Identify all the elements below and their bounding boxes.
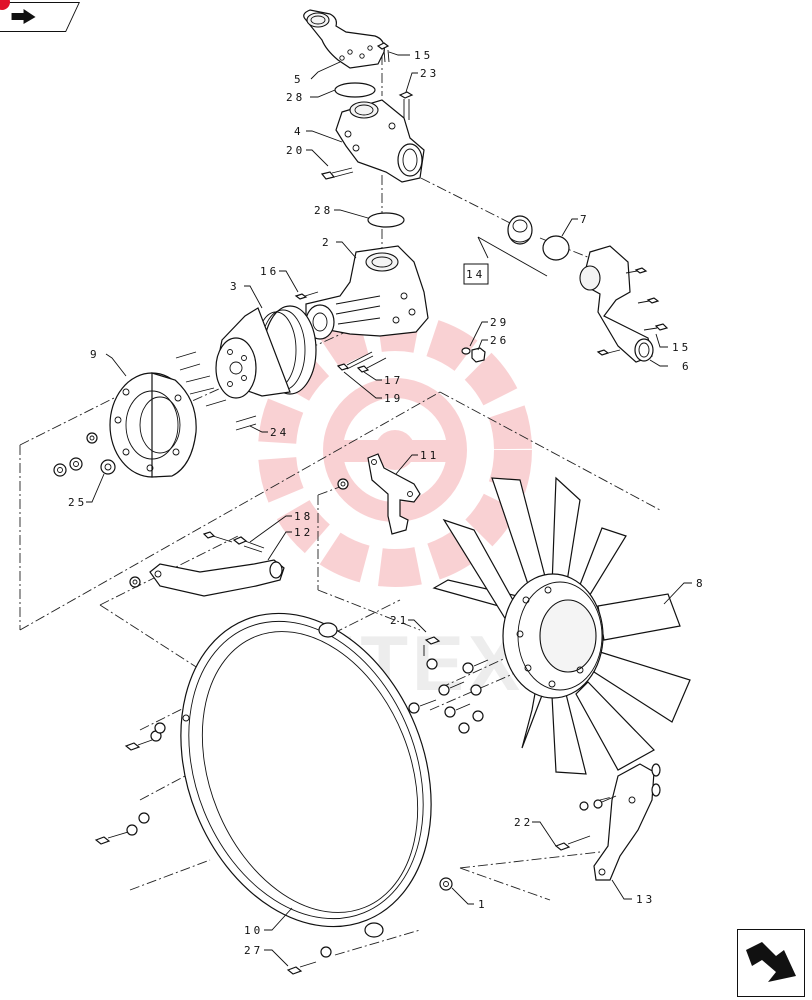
part-12-arm-bracket [149,559,285,597]
part-10-fan-shroud [180,612,432,938]
previous-page-button[interactable] [0,2,80,32]
callout-20: 20 [286,144,305,157]
arrow-next-icon [746,942,796,982]
bolt-20 [320,167,354,180]
nuts-25 [53,432,116,477]
callout-15-outlet: 15 [672,341,691,354]
arrow-prev-icon [10,7,38,29]
thermostat-valve [507,215,533,245]
callout-labels: 1 2 3 4 5 6 7 8 9 10 11 12 13 14 15 15 1… [68,49,706,957]
part-28-o-ring-lower [367,212,405,228]
leader-lines [86,51,692,967]
callout-4: 4 [294,125,304,138]
callout-17: 17 [384,374,403,387]
callout-27: 27 [244,944,263,957]
callout-19: 19 [384,392,403,405]
part-5-elbow-housing [303,9,385,69]
bolt-15-upper [376,42,390,63]
callout-2: 2 [322,236,332,249]
fan-bolts [408,636,489,734]
callout-9: 9 [90,348,100,361]
callout-6: 6 [682,360,692,373]
part-8-fan [432,476,691,775]
callout-7: 7 [580,213,590,226]
callout-29: 29 [490,316,509,329]
callout-15-upper: 15 [414,49,433,62]
part-11-bracket [367,453,421,535]
part-9-adapter-flange [109,372,197,478]
callout-8: 8 [696,577,706,590]
part-7-seal-ring [542,235,570,261]
next-page-button[interactable] [737,929,805,997]
part-29-26-drain-plug [461,347,486,363]
callout-23: 23 [420,67,439,80]
bolts-17-19 [336,351,387,373]
bolt-23 [398,91,414,120]
bolt-16 [294,291,319,300]
part-4-thermostat-housing [335,99,425,183]
shroud-bolts [94,722,453,975]
bolts-22 [554,795,617,851]
studs-24 [175,351,257,431]
callout-28-upper: 28 [286,91,305,104]
callout-24: 24 [270,426,289,439]
callout-28-lower: 28 [314,204,333,217]
callout-14: 14 [466,268,485,281]
callout-10: 10 [244,924,263,937]
callout-12: 12 [294,526,313,539]
part-6-outlet-pipe [579,245,654,363]
callout-22: 22 [514,816,533,829]
callout-1: 1 [478,898,488,911]
callout-3: 3 [230,280,240,293]
part-14-bracket-lines [477,236,548,277]
callout-21: 21 [390,614,409,627]
callout-13: 13 [636,893,655,906]
bolts-15-outlet [596,267,669,356]
part-3-pulley [215,305,317,399]
part-28-o-ring-upper [334,82,376,98]
callout-18: 18 [294,510,313,523]
callout-25: 25 [68,496,87,509]
callout-26: 26 [490,334,509,347]
notification-dot [0,0,10,10]
callout-14-box [463,263,489,285]
callout-11: 11 [420,449,439,462]
callout-16: 16 [260,265,279,278]
part-13-lower-bracket [593,763,661,881]
part-2-water-pump [305,245,429,340]
bolts-18-12 [129,531,265,588]
washer-upper [337,478,349,490]
callout-5: 5 [294,73,304,86]
